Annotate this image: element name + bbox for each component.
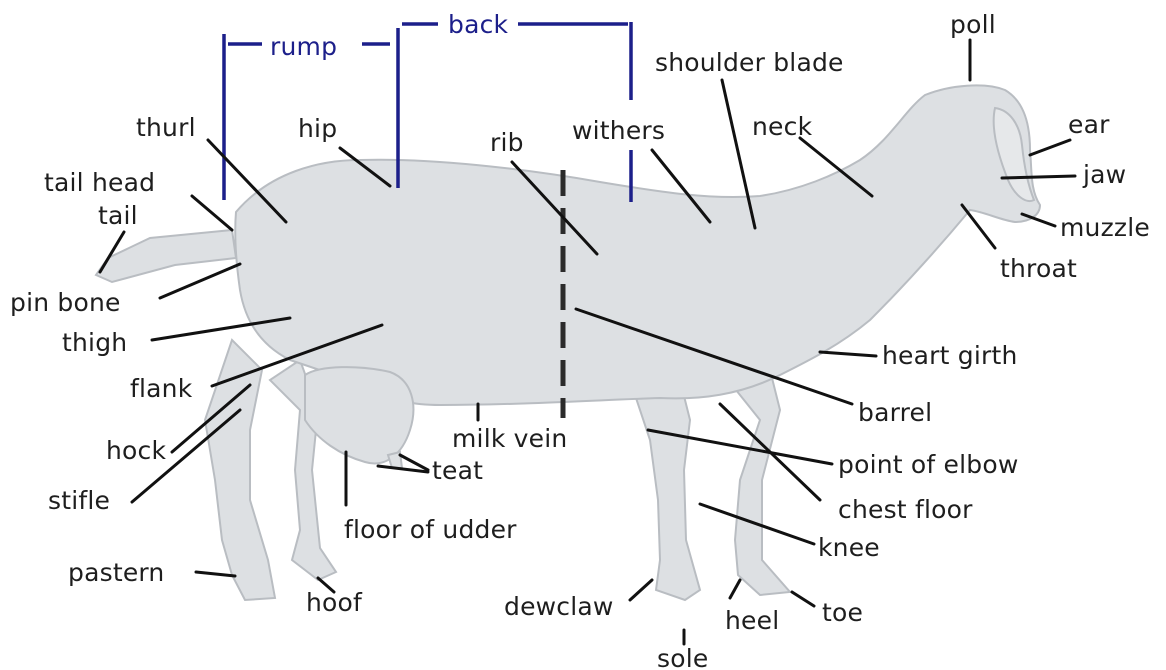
label-muzzle: muzzle bbox=[1060, 215, 1150, 240]
label-knee: knee bbox=[818, 535, 880, 560]
goat-hind-leg-near bbox=[205, 340, 275, 600]
label-withers: withers bbox=[572, 118, 665, 143]
label-tail-head: tail head bbox=[44, 170, 155, 195]
goat-front-leg-far bbox=[720, 370, 790, 595]
label-thigh: thigh bbox=[62, 330, 127, 355]
label-point-of-elbow: point of elbow bbox=[838, 452, 1019, 477]
label-dewclaw: dewclaw bbox=[504, 594, 614, 619]
label-pin-bone: pin bone bbox=[10, 290, 121, 315]
label-toe: toe bbox=[822, 600, 863, 625]
label-poll: poll bbox=[950, 12, 996, 37]
label-thurl: thurl bbox=[136, 115, 196, 140]
label-hock: hock bbox=[106, 438, 166, 463]
label-teat: teat bbox=[432, 458, 483, 483]
label-heel: heel bbox=[725, 608, 779, 633]
label-throat: throat bbox=[1000, 256, 1077, 281]
label-hip: hip bbox=[298, 116, 337, 141]
label-sole: sole bbox=[657, 646, 708, 670]
goat-udder bbox=[305, 367, 413, 463]
label-heart-girth: heart girth bbox=[882, 343, 1018, 368]
goat-front-leg-near bbox=[630, 380, 700, 600]
label-floor-of-udder: floor of udder bbox=[344, 517, 517, 542]
label-neck: neck bbox=[752, 114, 812, 139]
label-milk-vein: milk vein bbox=[452, 426, 567, 451]
label-ear: ear bbox=[1068, 112, 1110, 137]
label-rump: rump bbox=[270, 34, 337, 59]
label-chest-floor: chest floor bbox=[838, 497, 973, 522]
label-stifle: stifle bbox=[48, 488, 110, 513]
label-shoulder-blade: shoulder blade bbox=[655, 50, 844, 75]
label-pastern: pastern bbox=[68, 560, 164, 585]
label-flank: flank bbox=[130, 376, 192, 401]
label-rib: rib bbox=[490, 130, 524, 155]
label-tail: tail bbox=[98, 203, 138, 228]
label-jaw: jaw bbox=[1083, 162, 1126, 187]
label-back: back bbox=[448, 12, 508, 37]
label-barrel: barrel bbox=[858, 400, 932, 425]
label-hoof: hoof bbox=[306, 590, 362, 615]
